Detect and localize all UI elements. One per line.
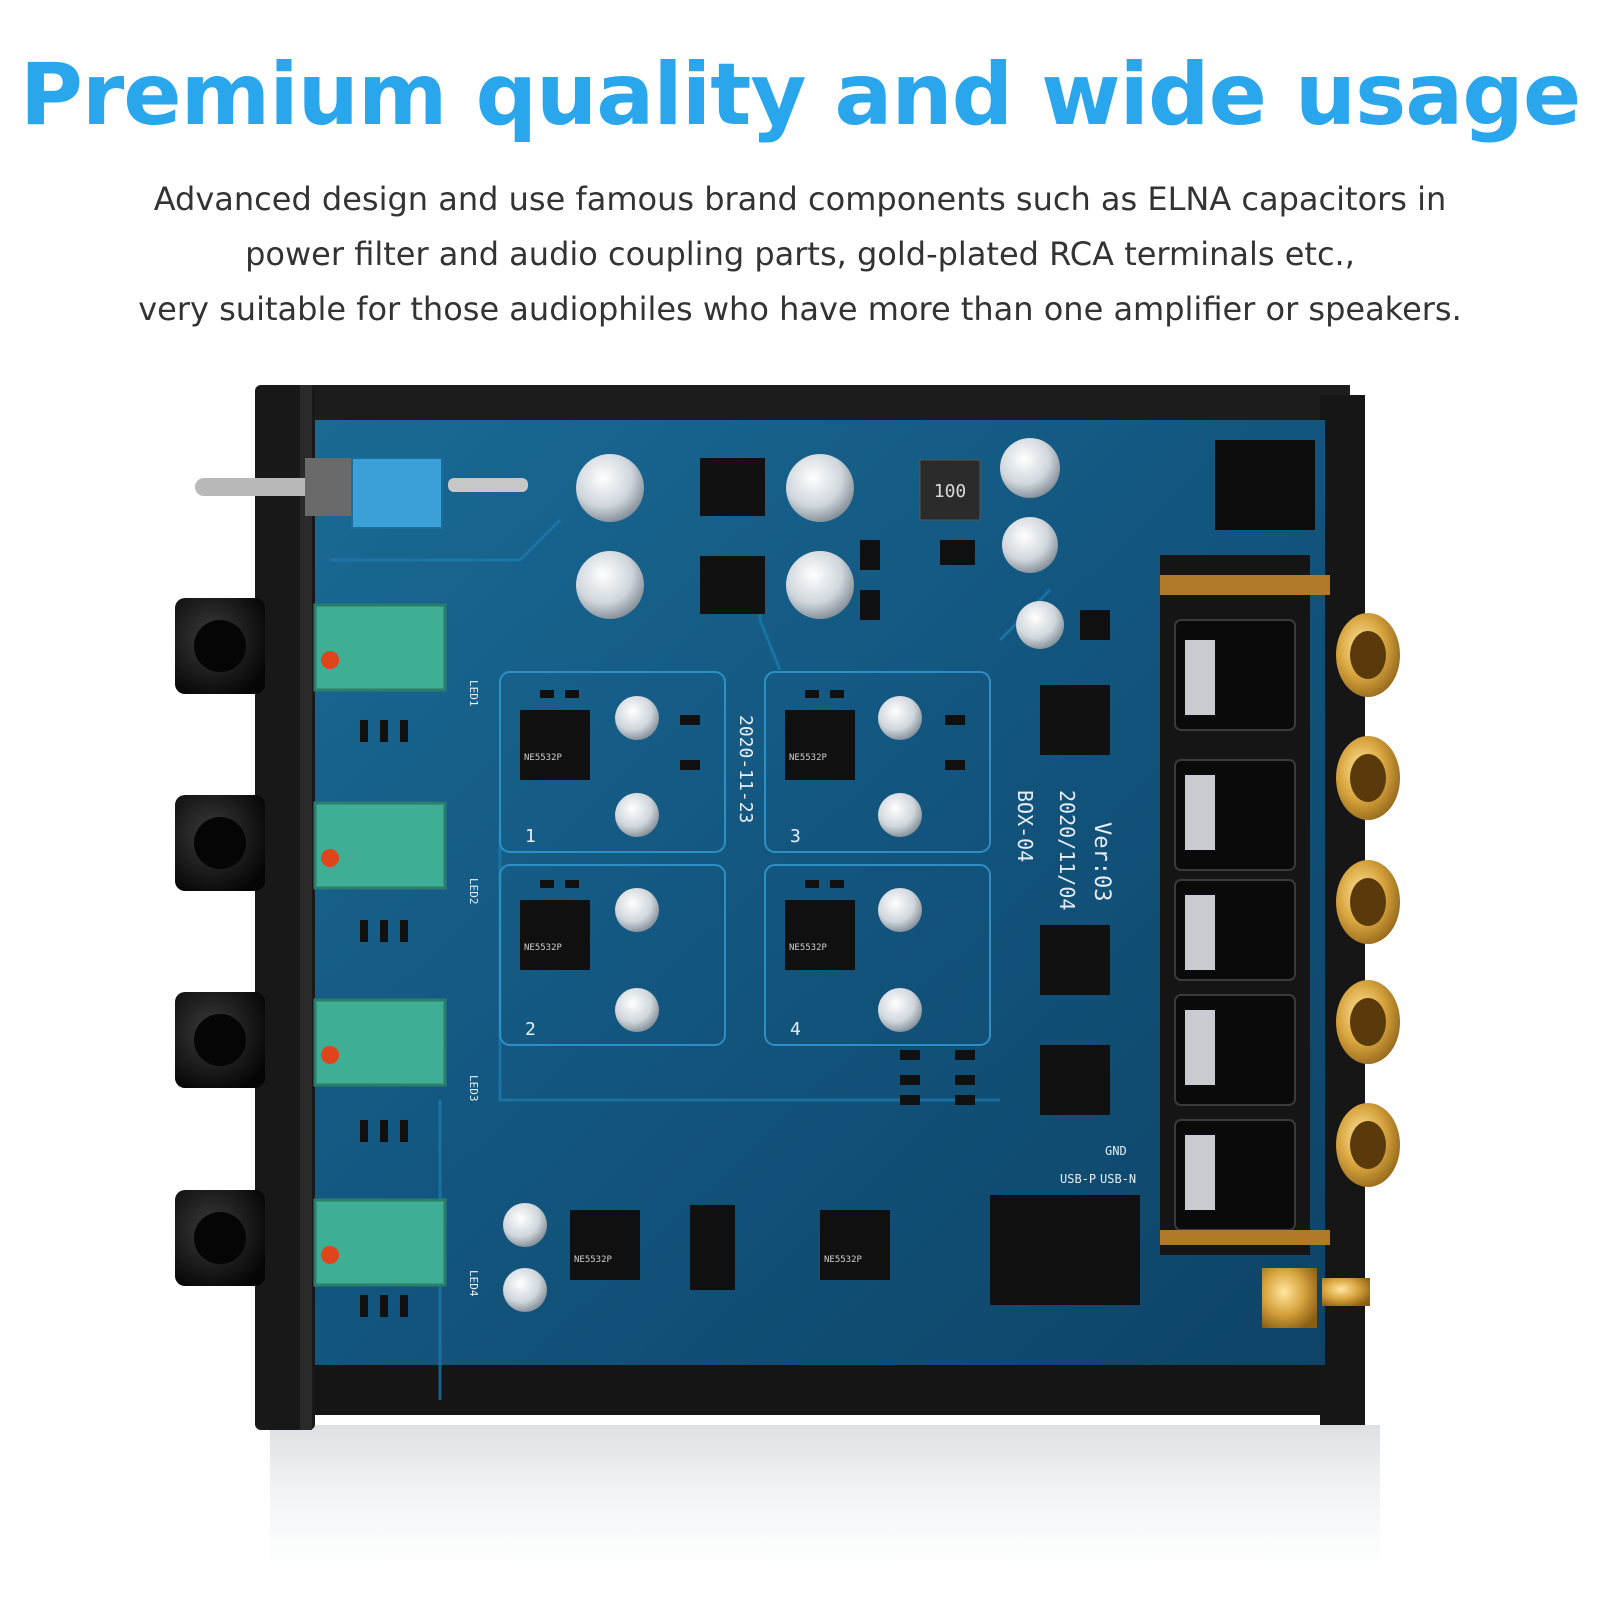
chassis-top-rail [310, 385, 1350, 425]
led-4-label: LED4 [467, 1270, 480, 1297]
led-1-label: LED1 [467, 680, 480, 707]
regulator-u10 [700, 556, 765, 614]
power-switch-lever[interactable] [195, 478, 315, 496]
switch-housing [351, 457, 443, 529]
build-date-label: 2020-11-23 [735, 715, 756, 823]
led-4-icon [321, 1246, 339, 1264]
usb-n-label: USB-N [1100, 1172, 1136, 1186]
box-label: BOX-04 [1013, 790, 1037, 862]
chip-u6-label: NE5532P [824, 1255, 863, 1265]
dc-jack [1215, 440, 1315, 530]
chip-u4-label: NE5532P [789, 943, 828, 953]
inductor-label: 100 [934, 481, 967, 502]
channel-1-label: 1 [525, 826, 536, 847]
version-label: Ver:03 [1089, 822, 1114, 901]
description-line-2: power filter and audio coupling parts, g… [245, 235, 1355, 273]
chassis-bottom-rail [310, 1365, 1350, 1415]
led-3-label: LED3 [467, 1075, 480, 1102]
led-2-label: LED2 [467, 878, 480, 905]
description-line-1: Advanced design and use famous brand com… [153, 180, 1447, 218]
filter-capacitors [576, 438, 1064, 649]
op-amp-chips [520, 710, 1140, 1305]
date-label: 2020/11/04 [1055, 790, 1079, 910]
led-2-icon [321, 849, 339, 867]
channel-4-label: 4 [790, 1019, 801, 1040]
headline: Premium quality and wide usage [19, 45, 1581, 145]
chip-u2-label: NE5532P [524, 943, 563, 953]
reflection [270, 1425, 1380, 1600]
led-3-icon [321, 1046, 339, 1064]
channel-2-label: 2 [525, 1019, 536, 1040]
antenna-connector [1262, 1268, 1317, 1328]
input-jacks [175, 598, 265, 1286]
chip-u3-label: NE5532P [789, 753, 828, 763]
chip-u5-label: NE5532P [574, 1255, 613, 1265]
inductor [919, 459, 981, 521]
volume-potentiometers[interactable] [313, 603, 447, 1287]
regulator-u9 [700, 458, 765, 516]
chip-u1-label: NE5532P [524, 753, 563, 763]
description: Advanced design and use famous brand com… [40, 172, 1560, 337]
rca-output-jacks [1336, 613, 1400, 1187]
gnd-label: GND [1105, 1144, 1127, 1158]
usb-p-label: USB-P [1060, 1172, 1096, 1186]
led-1-icon [321, 651, 339, 669]
channel-3-label: 3 [790, 826, 801, 847]
description-line-3: very suitable for those audiophiles who … [138, 290, 1462, 328]
